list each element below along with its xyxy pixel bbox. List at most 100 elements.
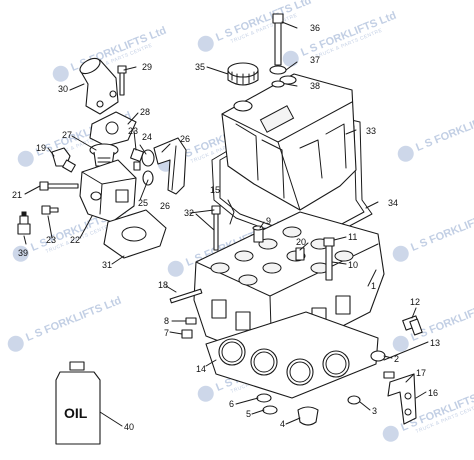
callout-8: 8	[164, 316, 169, 326]
watermark: L S FORKLIFTS Ltd	[392, 205, 474, 262]
oil-bottle: OIL	[55, 361, 101, 445]
callout-9: 9	[266, 216, 271, 226]
dowel-pin	[185, 317, 197, 325]
head-bolt	[323, 237, 335, 281]
leader-lines	[23, 21, 429, 427]
watermark-logo-icon	[382, 425, 399, 442]
watermark-logo-icon	[197, 35, 214, 52]
callout-11: 11	[348, 232, 357, 242]
watermark: L S FORKLIFTS Ltd	[7, 295, 123, 352]
callout-32: 32	[184, 208, 194, 218]
callout-16: 16	[428, 388, 438, 398]
sealing-washer	[262, 405, 278, 415]
seal-washer	[269, 65, 287, 75]
watermark: L S FORKLIFTS Ltd TRUCK & PARTS CENTRE	[197, 0, 313, 52]
callout-30: 30	[58, 84, 68, 94]
callout-35: 35	[195, 62, 205, 72]
watermark-logo-icon	[52, 65, 69, 82]
callout-38: 38	[310, 81, 320, 91]
oil-filler-cap	[227, 62, 259, 86]
sealing-washer	[256, 393, 272, 403]
callout-4: 4	[280, 419, 285, 429]
callout-3: 3	[372, 406, 377, 416]
watermark-logo-icon	[17, 150, 34, 167]
temperature-switch	[51, 147, 76, 173]
callout-10: 10	[348, 260, 358, 270]
callout-15: 15	[210, 185, 220, 195]
watermark-text: L S FORKLIFTS Ltd	[409, 205, 474, 254]
core-plug	[181, 329, 193, 339]
callout-37: 37	[310, 55, 320, 65]
watermark-logo-icon	[12, 245, 29, 262]
callout-17: 17	[416, 368, 426, 378]
rocker-cover	[221, 73, 357, 211]
callout-34: 34	[388, 198, 398, 208]
callout-2: 2	[394, 354, 399, 364]
watermark: L S FORKLIFTS Ltd	[397, 105, 474, 162]
callout-19: 19	[36, 143, 46, 153]
hose-clamp-lower	[142, 170, 154, 186]
watermark-text: L S FORKLIFTS Ltd	[414, 105, 474, 154]
temperature-sender	[17, 211, 31, 235]
callout-26b: 26	[160, 201, 170, 211]
housing-gasket	[103, 209, 167, 259]
callout-23: 23	[46, 235, 56, 245]
retaining-clip	[227, 199, 235, 225]
hose-clamp-upper	[141, 149, 155, 167]
callout-5: 5	[246, 409, 251, 419]
callout-18: 18	[158, 280, 168, 290]
callout-39: 39	[18, 248, 28, 258]
callout-7: 7	[164, 328, 169, 338]
housing-bolt	[117, 65, 127, 96]
callout-28: 28	[140, 107, 150, 117]
watermark-text: L S FORKLIFTS Ltd	[24, 295, 123, 344]
bracket-bolt	[383, 371, 395, 379]
callout-33: 33	[366, 126, 376, 136]
callout-24: 24	[142, 132, 152, 142]
callout-29: 29	[142, 62, 152, 72]
callout-21: 21	[12, 190, 22, 200]
flat-washer	[271, 80, 285, 88]
callout-13: 13	[430, 338, 440, 348]
oil-label: OIL	[64, 405, 88, 421]
watermark-text: L S FORKLIFTS Ltd	[299, 10, 398, 59]
glow-plug-sleeve	[295, 247, 305, 261]
watermark-text: L S FORKLIFTS Ltd	[214, 0, 313, 44]
callout-22: 22	[70, 235, 80, 245]
outlet-gasket	[89, 111, 137, 147]
callout-23b: 23	[128, 126, 138, 136]
callout-26: 26	[180, 134, 190, 144]
callout-12: 12	[410, 297, 420, 307]
callout-1: 1	[371, 281, 376, 291]
coolant-sensor	[130, 148, 144, 171]
water-outlet-elbow	[79, 57, 119, 115]
callout-14: 14	[196, 364, 206, 374]
callout-6: 6	[229, 399, 234, 409]
watermark-logo-icon	[282, 50, 299, 67]
housing-mount-bolt	[39, 181, 79, 191]
oil-gallery-plug	[402, 315, 423, 336]
callout-36: 36	[310, 23, 320, 33]
frost-plug	[370, 350, 386, 362]
thermostat-housing	[79, 159, 137, 223]
head-gasket	[205, 311, 379, 399]
watermark-logo-icon	[197, 385, 214, 402]
callout-40: 40	[124, 422, 134, 432]
watermark-logo-icon	[397, 145, 414, 162]
callout-27: 27	[62, 130, 72, 140]
callout-labels: 1 2 3 4 5 6 7 8 9 10 11 12 13 14 15 16 1…	[12, 23, 440, 432]
drain-plug	[41, 205, 59, 215]
expansion-plug	[297, 406, 319, 426]
watermark-logo-icon	[7, 335, 24, 352]
watermark-logo-icon	[392, 245, 409, 262]
callout-31: 31	[102, 260, 112, 270]
washer	[347, 395, 361, 405]
watermark-logo-icon	[167, 260, 184, 277]
watermark-logo-icon	[392, 335, 409, 352]
callout-25: 25	[138, 198, 148, 208]
exhaust-stud	[169, 288, 203, 304]
callout-20: 20	[296, 237, 306, 247]
lifting-bracket	[387, 373, 417, 425]
